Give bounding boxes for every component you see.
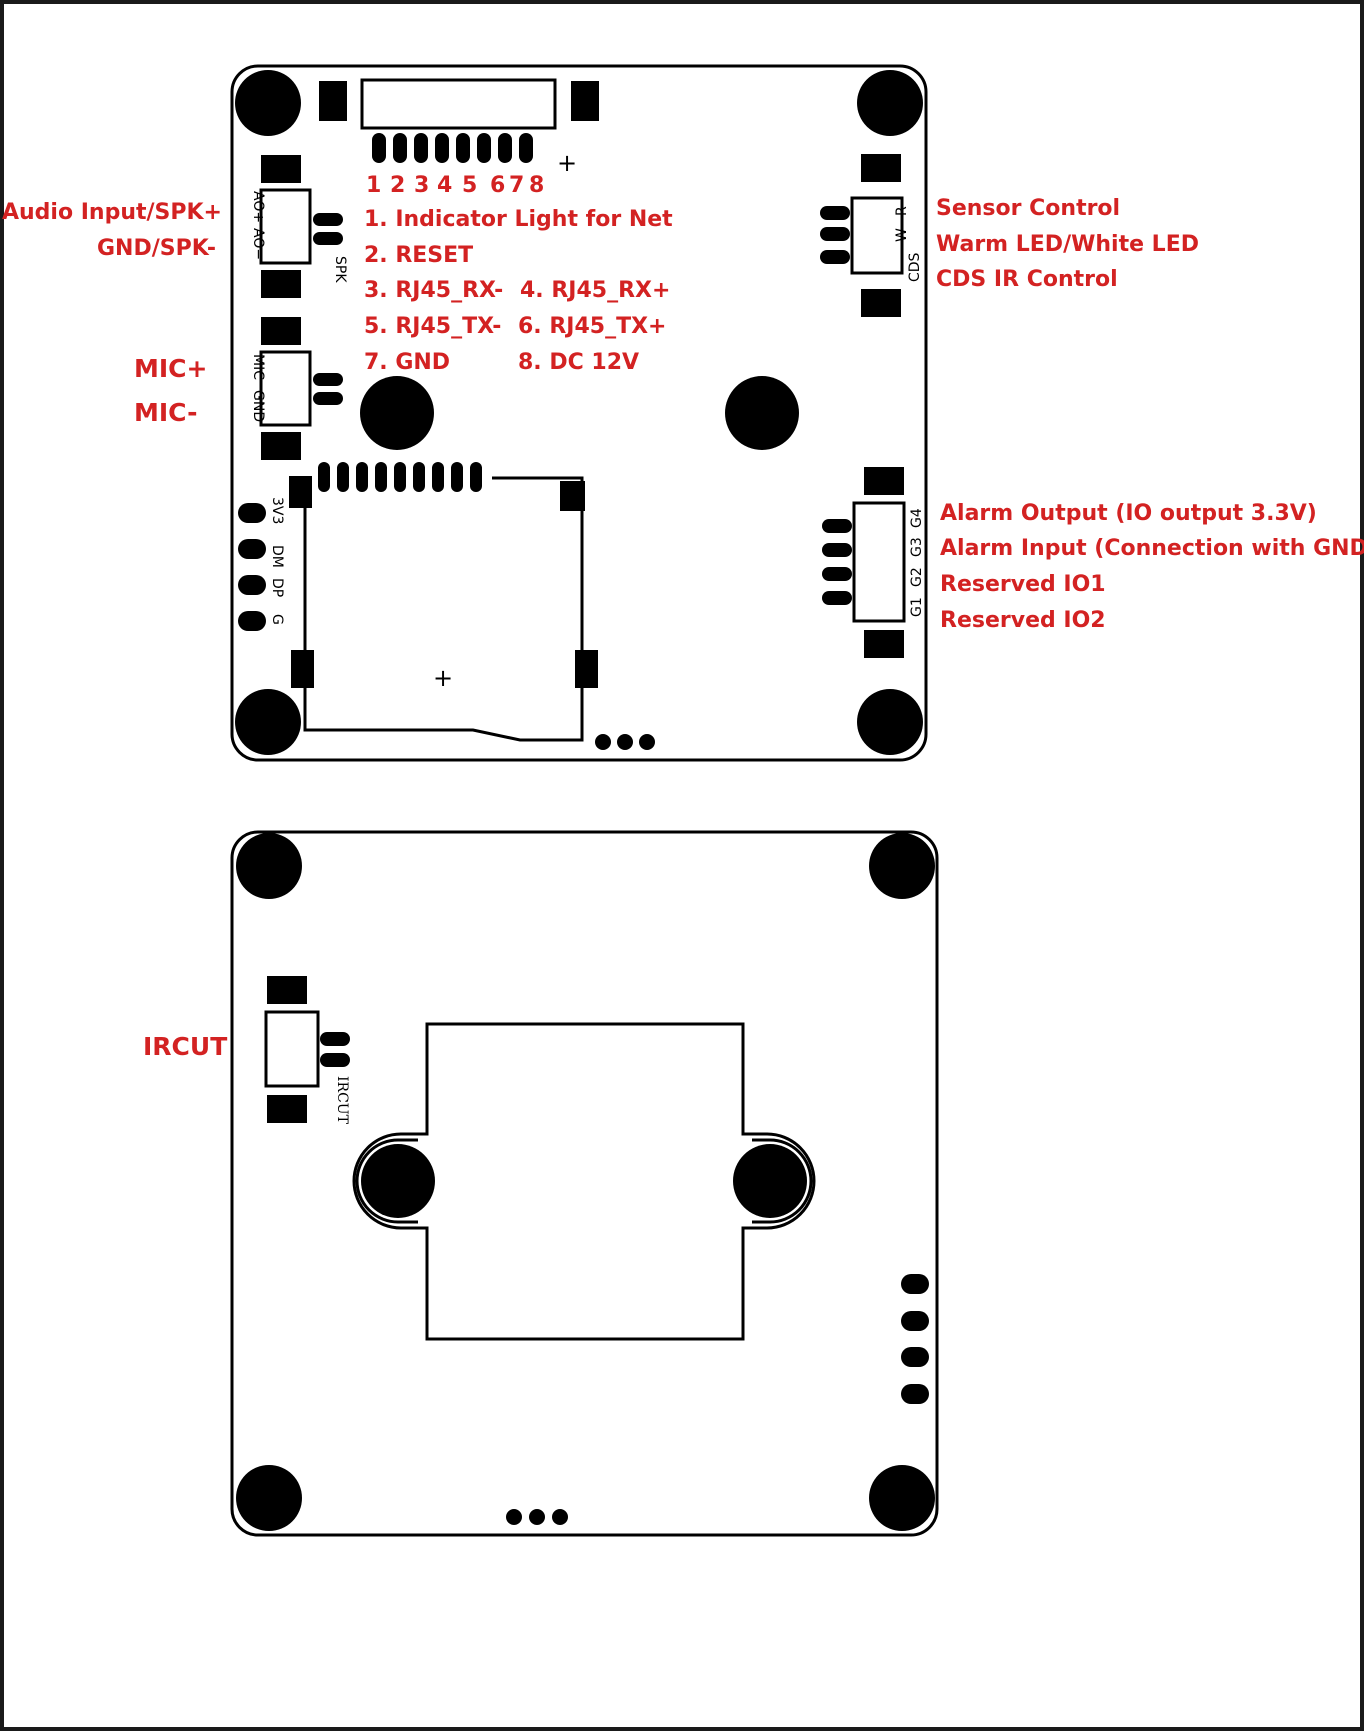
silk-g2: G2 — [909, 567, 925, 587]
silk-gnd: GND — [250, 390, 266, 422]
pin-desc-5: 5. RJ45_TX- — [364, 314, 501, 339]
silk-spk: SPK — [332, 256, 348, 283]
sd-card-slot: + — [289, 462, 598, 742]
pin-desc-6: 6. RJ45_TX+ — [518, 314, 666, 339]
pin-desc-2: 2. RESET — [364, 243, 473, 268]
label-mic-minus: MIC- — [134, 398, 197, 427]
silk-ao-plus: AO+ — [250, 191, 266, 223]
mounting-hole — [857, 689, 923, 755]
label-cds-ir: CDS IR Control — [936, 267, 1118, 292]
lens-hole — [725, 376, 799, 450]
speaker-connector: AO+ AO− SPK — [250, 155, 348, 298]
pin-desc-7: 7. GND — [364, 350, 450, 375]
mounting-hole — [869, 1465, 935, 1531]
mounting-hole — [236, 1465, 302, 1531]
mic-connector: MIC GND — [250, 317, 343, 460]
right-pads — [901, 1274, 929, 1404]
mounting-hole — [235, 70, 301, 136]
silk-ircut: IRCUT — [334, 1076, 350, 1125]
pin-number: 4 — [437, 173, 452, 198]
lens-holder — [352, 1022, 816, 1341]
bottom-board: IRCUT IRCUT — [143, 830, 939, 1537]
silk-cds: CDS — [907, 252, 923, 282]
lens-hole — [360, 376, 434, 450]
silk-mic: MIC — [250, 354, 266, 380]
usb-pads: 3V3 DM DP G — [238, 497, 285, 631]
mounting-hole — [857, 70, 923, 136]
mounting-hole — [235, 689, 301, 755]
silk-g1: G1 — [909, 597, 925, 617]
silk-dp: DP — [269, 578, 285, 597]
silk-g: G — [269, 614, 285, 625]
silk-r: R — [894, 206, 910, 216]
top-board: + 1 2 3 4 5 6 7 8 1. Indicator Light for… — [2, 64, 1364, 762]
label-sensor-control: Sensor Control — [936, 196, 1120, 221]
pin-number: 3 — [414, 173, 429, 198]
label-mic-plus: MIC+ — [134, 354, 207, 383]
label-alarm-output: Alarm Output (IO output 3.3V) — [940, 501, 1317, 526]
label-audio-input: Audio Input/SPK+ — [2, 200, 222, 225]
pin-desc-8: 8. DC 12V — [518, 350, 639, 375]
silk-g4: G4 — [909, 508, 925, 528]
mounting-hole — [236, 833, 302, 899]
silk-g3: G3 — [909, 537, 925, 557]
pin1-marker: + — [557, 149, 577, 177]
pin-number: 8 — [529, 173, 544, 198]
io-connector: G4 G3 G2 G1 — [822, 467, 925, 658]
pin-number: 5 — [462, 173, 477, 198]
pin-number: 7 — [509, 173, 524, 198]
label-reserved-io2: Reserved IO2 — [940, 608, 1106, 633]
connector-pin-list: 1. Indicator Light for Net 2. RESET 3. R… — [364, 207, 673, 375]
silk-w: W — [894, 228, 910, 242]
ircut-connector: IRCUT — [264, 976, 350, 1125]
pin-desc-4: 4. RJ45_RX+ — [520, 278, 670, 303]
silk-3v3: 3V3 — [269, 497, 285, 524]
pin-number: 6 — [490, 173, 505, 198]
label-warm-led: Warm LED/White LED — [936, 232, 1199, 257]
label-ircut: IRCUT — [143, 1032, 227, 1061]
pin-number-row: 1 2 3 4 5 6 7 8 — [366, 173, 544, 198]
label-alarm-input: Alarm Input (Connection with GND) — [940, 536, 1364, 561]
pin-number: 1 — [366, 173, 381, 198]
silk-dm: DM — [269, 545, 285, 568]
pin-desc-1: 1. Indicator Light for Net — [364, 207, 673, 232]
label-gnd-spk: GND/SPK- — [97, 236, 216, 261]
bottom-board-outline — [230, 830, 939, 1537]
silk-ao-minus: AO− — [250, 228, 266, 260]
sensor-connector: R W CDS — [820, 154, 923, 317]
pin-number: 2 — [390, 173, 405, 198]
pin-desc-3: 3. RJ45_RX- — [364, 278, 503, 303]
mounting-hole — [869, 833, 935, 899]
top-board-outline — [230, 64, 928, 762]
sd-plus-marker: + — [433, 664, 453, 692]
network-connector: + — [319, 78, 599, 177]
label-reserved-io1: Reserved IO1 — [940, 572, 1106, 597]
